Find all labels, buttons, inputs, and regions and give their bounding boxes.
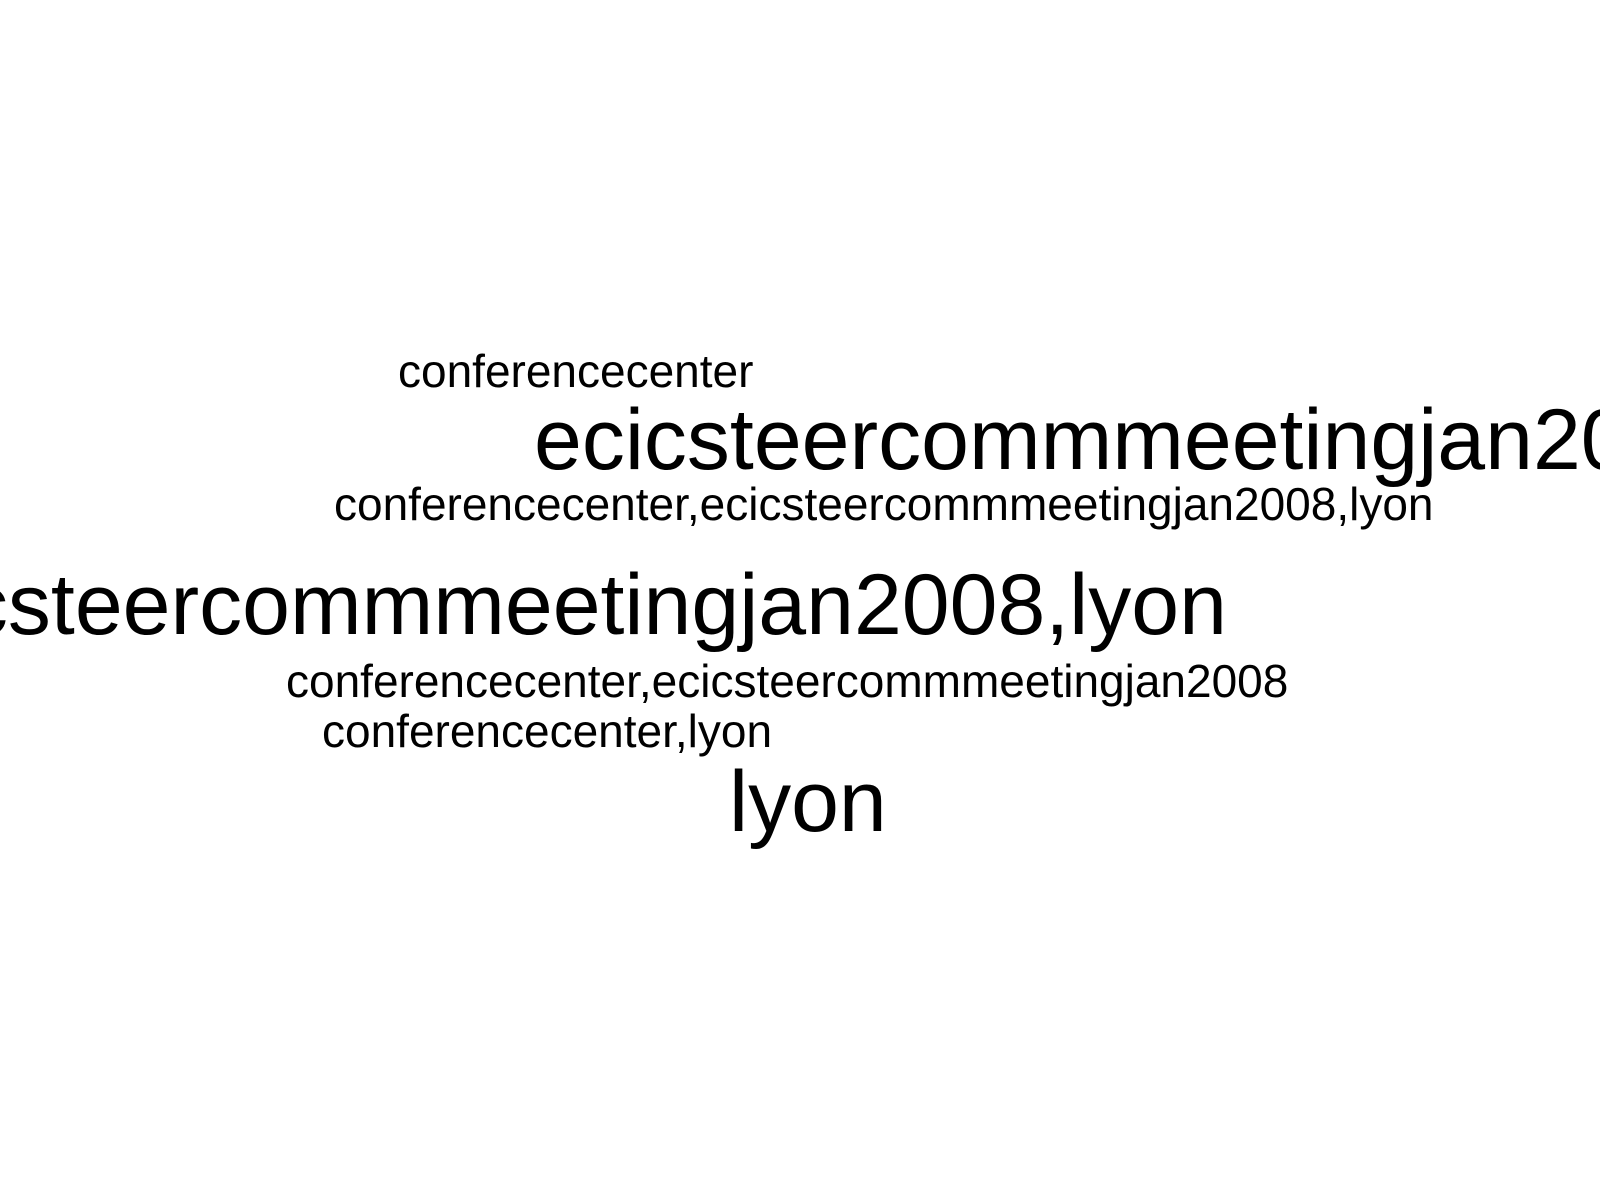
word-conferencecenter-lyon: conferencecenter,lyon xyxy=(322,705,773,757)
word-ecicsteercommmeetingjan2008: ecicsteercommmeetingjan2008 xyxy=(534,392,1600,488)
word-conferencecenter-ecicsteercommmeetingjan2008-lyon: conferencecenter,ecicsteercommmeetingjan… xyxy=(334,478,1434,530)
word-ecicsteercommmeetingjan2008-lyon: ecicsteercommmeetingjan2008,lyon xyxy=(0,557,1227,653)
word-conferencecenter-ecicsteercommmeetingjan2008: conferencecenter,ecicsteercommmeetingjan… xyxy=(286,655,1289,707)
word-conferencecenter: conferencecenter xyxy=(398,345,754,397)
word-lyon: lyon xyxy=(729,754,887,850)
